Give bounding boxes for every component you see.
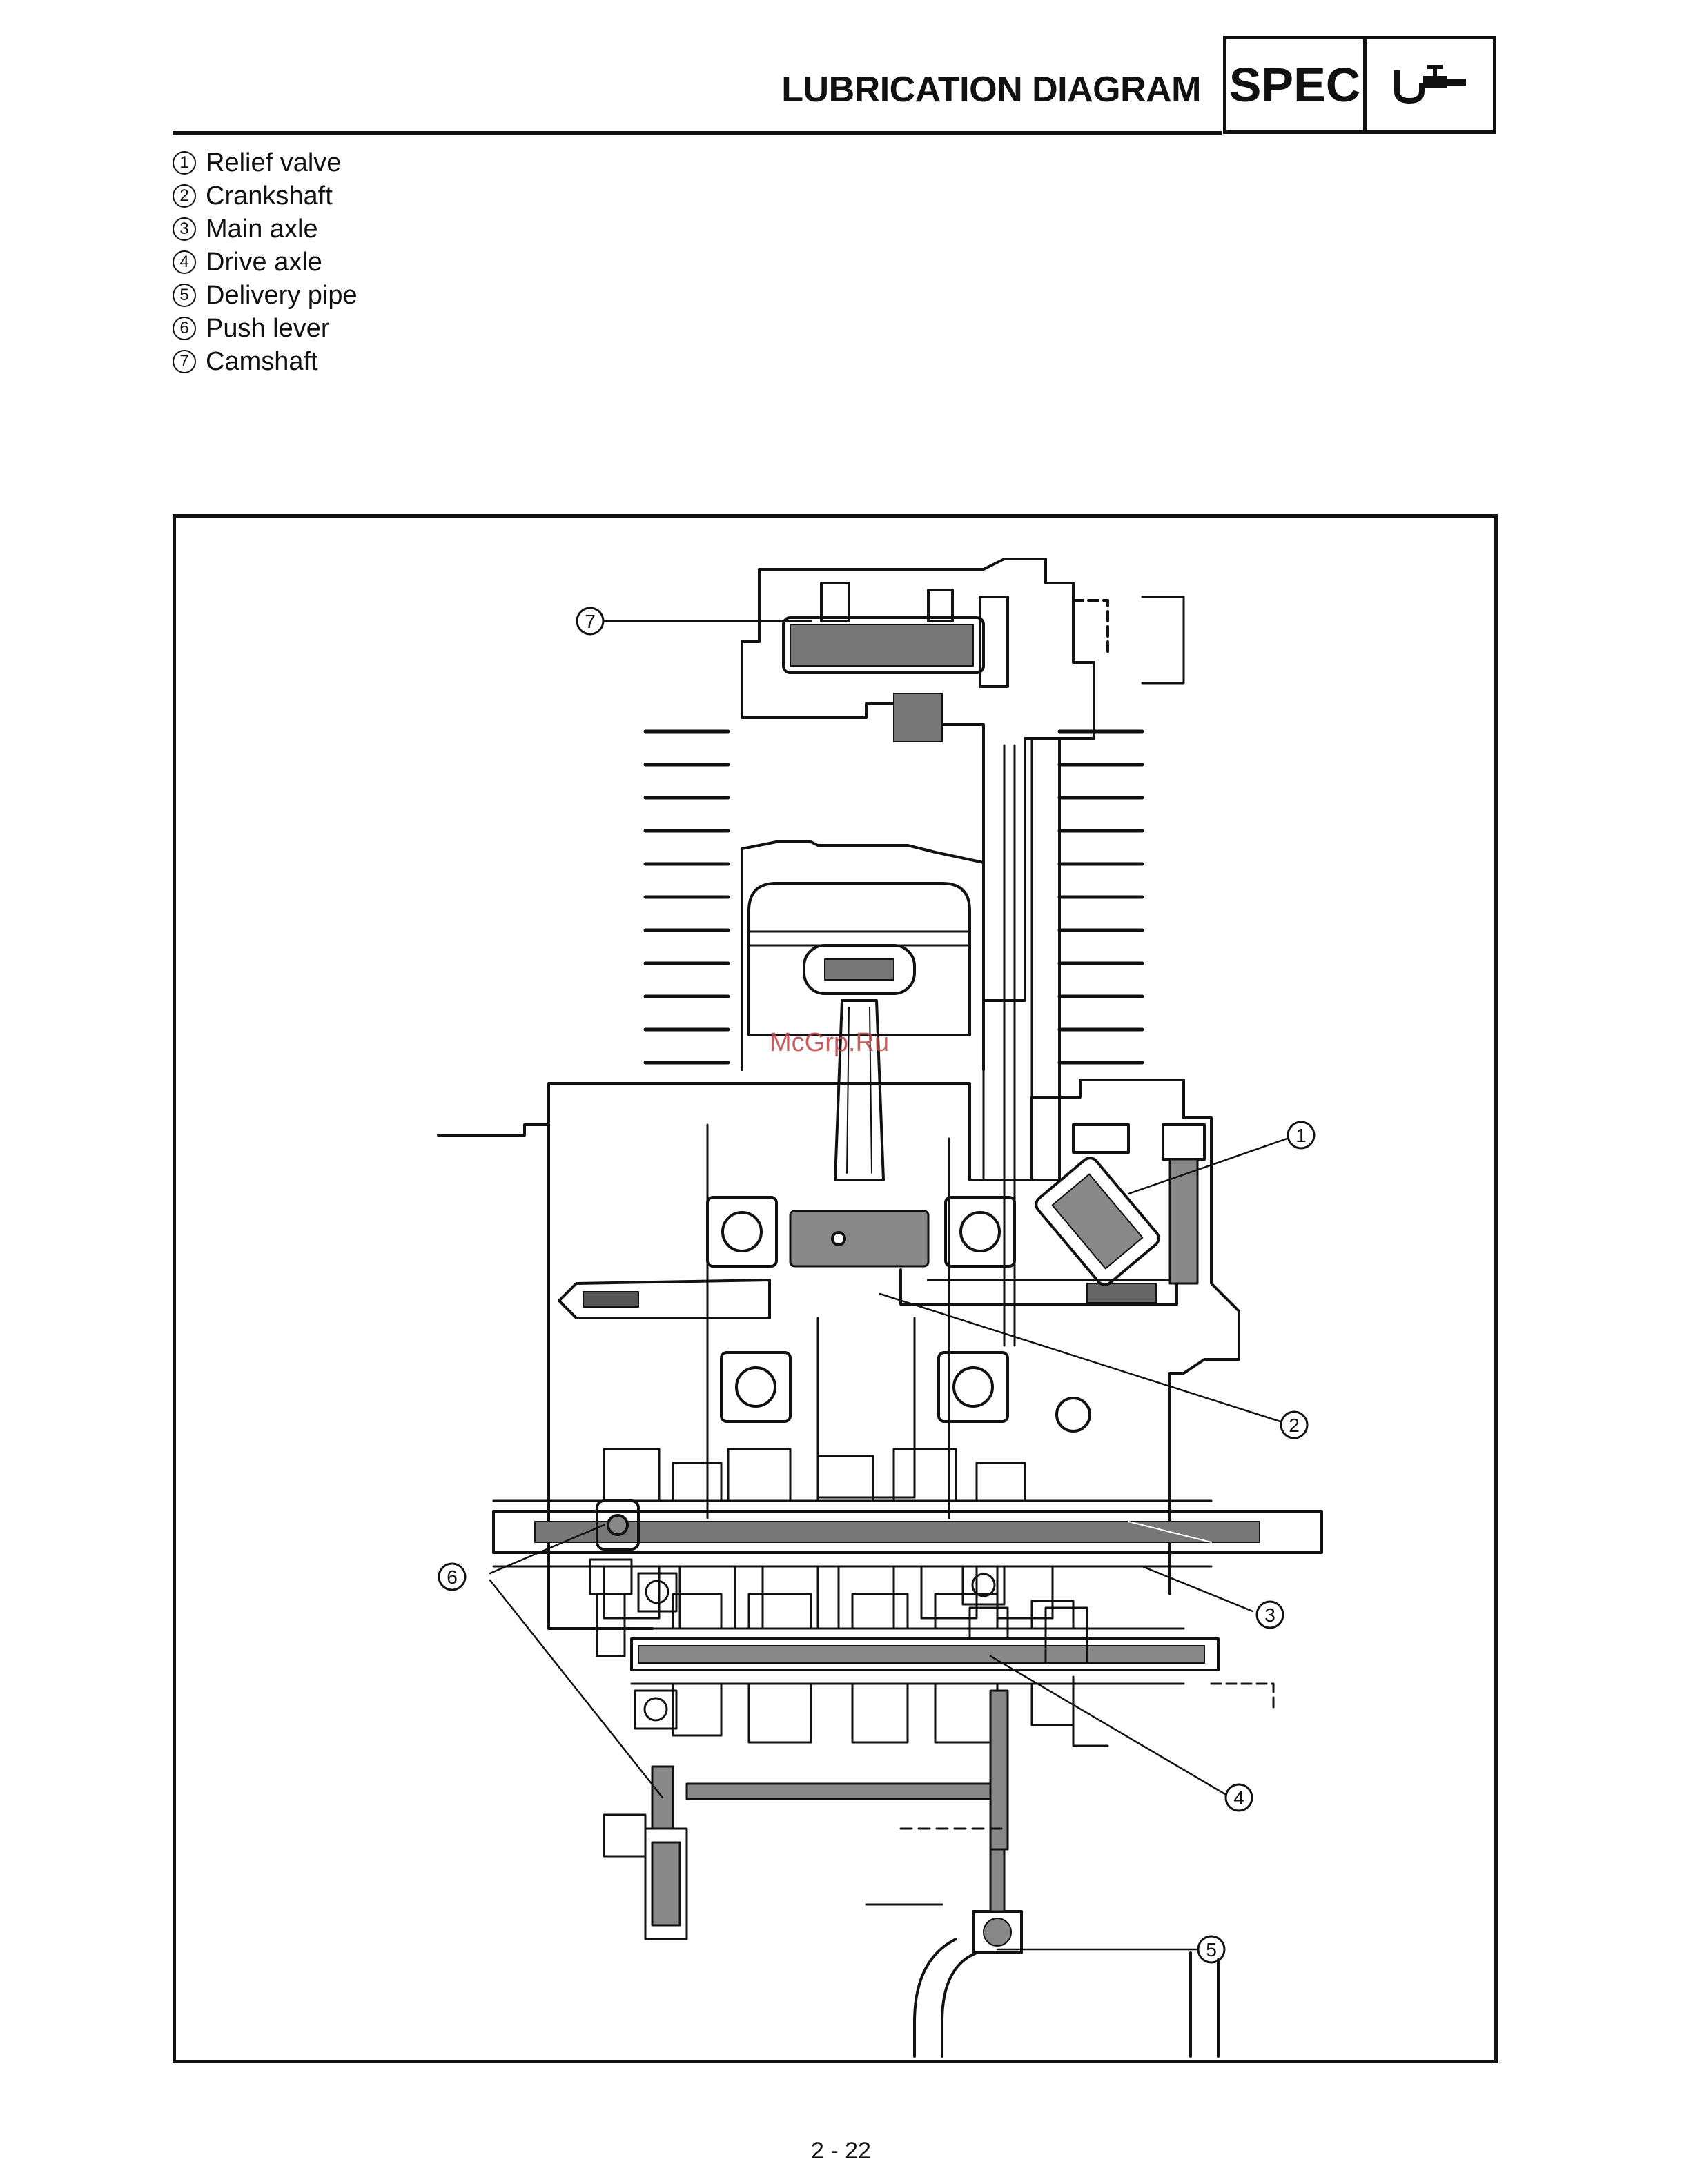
legend-label: Push lever [206, 314, 330, 344]
parts-legend: 1 Relief valve 2 Crankshaft 3 Main axle 4 Dr… [173, 146, 358, 378]
legend-label: Drive axle [206, 248, 322, 277]
page-title: LUBRICATION DIAGRAM [690, 69, 1201, 110]
callout-label: 6 [447, 1566, 458, 1588]
legend-item: 4 Drive axle [173, 246, 358, 279]
cylinder-fins-left [645, 731, 728, 1063]
cylinder-fins-right [1059, 731, 1142, 1063]
callout-6: 6 [439, 1564, 465, 1590]
title-rule [173, 131, 1222, 135]
crankcase [438, 1080, 1239, 1629]
legend-item: 5 Delivery pipe [173, 279, 358, 312]
legend-item: 7 Camshaft [173, 345, 358, 378]
callout-2: 2 [1281, 1412, 1307, 1438]
legend-item: 3 Main axle [173, 213, 358, 246]
legend-label: Relief valve [206, 148, 341, 178]
connecting-rod [835, 1001, 883, 1180]
page-number: 2 - 22 [0, 2138, 1682, 2165]
shift-components [590, 1560, 1273, 1939]
legend-number: 6 [173, 317, 196, 340]
delivery-pipe [915, 1849, 1218, 2056]
legend-label: Camshaft [206, 347, 318, 377]
oil-can-icon [1389, 61, 1471, 109]
legend-number: 7 [173, 350, 196, 373]
callout-label: 7 [585, 611, 596, 632]
callout-label: 4 [1233, 1787, 1244, 1809]
legend-item: 1 Relief valve [173, 146, 358, 179]
spec-label: SPEC [1226, 39, 1367, 130]
legend-number: 4 [173, 250, 196, 274]
callout-label: 3 [1264, 1604, 1275, 1626]
callout-label: 5 [1206, 1939, 1217, 1960]
legend-number: 3 [173, 217, 196, 241]
legend-number: 5 [173, 284, 196, 307]
piston [749, 883, 970, 1035]
callout-1: 1 [1288, 1122, 1314, 1148]
drive-axle [632, 1629, 1218, 1684]
diagram-frame: 7 1 2 6 3 4 5 McGrp.Ru [173, 514, 1498, 2063]
callout-4: 4 [1226, 1784, 1252, 1811]
callout-label: 2 [1289, 1415, 1300, 1436]
crankcase-boss [1057, 1398, 1090, 1431]
watermark: McGrp.Ru [770, 1028, 889, 1058]
spec-badge: SPEC [1223, 36, 1496, 134]
callout-7: 7 [577, 608, 603, 634]
legend-label: Delivery pipe [206, 281, 358, 311]
legend-label: Main axle [206, 215, 318, 244]
callout-3: 3 [1257, 1602, 1283, 1628]
engine-cross-section: 7 1 2 6 3 4 5 [176, 518, 1494, 2060]
leader-lines [490, 621, 1287, 1949]
legend-number: 2 [173, 184, 196, 208]
callout-5: 5 [1198, 1936, 1224, 1962]
drive-axle-gears [673, 1594, 1073, 1742]
legend-number: 1 [173, 151, 196, 175]
crankshaft [559, 1211, 1177, 1497]
callout-label: 1 [1295, 1125, 1307, 1146]
legend-item: 6 Push lever [173, 312, 358, 345]
legend-item: 2 Crankshaft [173, 179, 358, 213]
legend-label: Crankshaft [206, 181, 333, 211]
spec-icon-cell [1367, 39, 1493, 130]
cylinder-block [742, 738, 1059, 1180]
